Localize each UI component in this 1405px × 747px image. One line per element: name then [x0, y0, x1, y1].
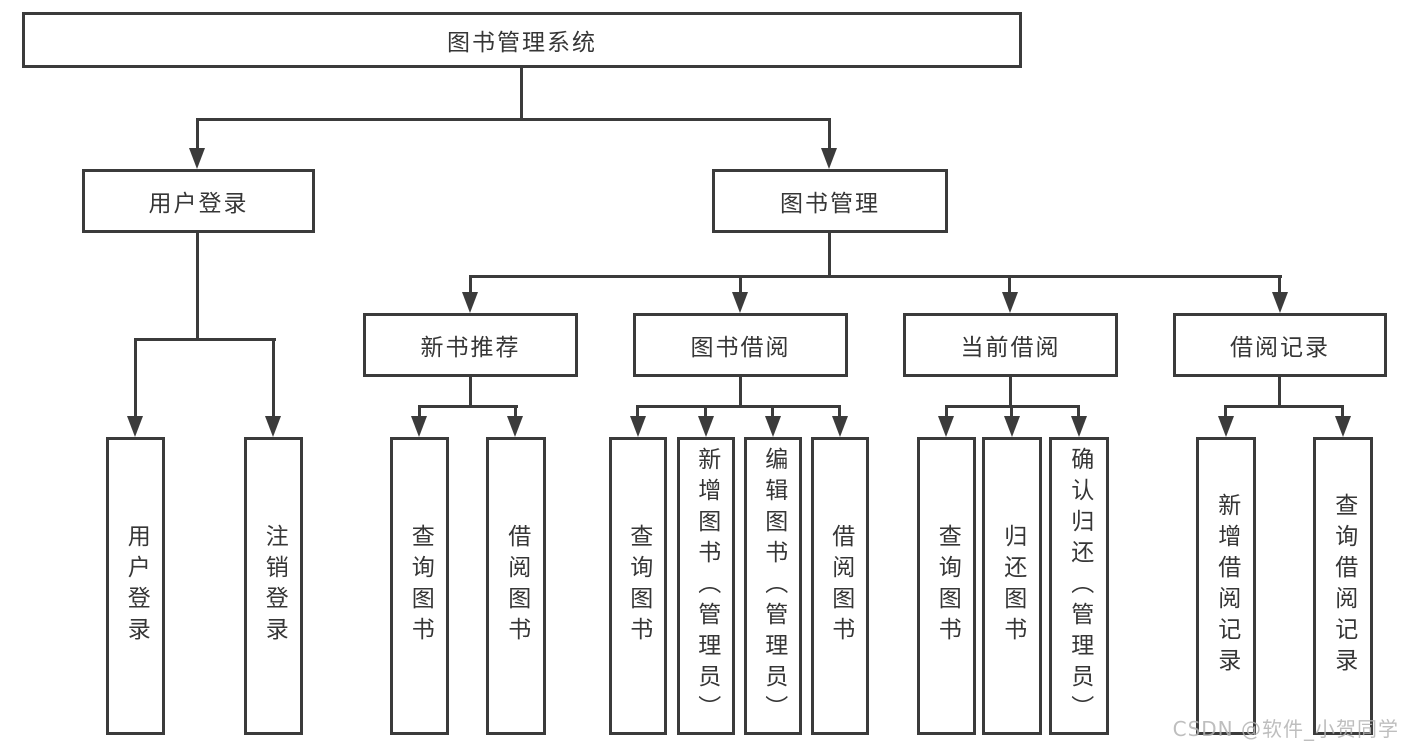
leaf-user-login: 用户登录 [106, 437, 165, 735]
leaf-query-books-3: 查询图书 [917, 437, 976, 735]
node-user-login: 用户登录 [82, 169, 315, 233]
line-segment [704, 405, 707, 418]
line-segment [636, 405, 639, 418]
node-book-borrow: 图书借阅 [633, 313, 848, 377]
arrowhead [265, 416, 281, 437]
line-segment [739, 275, 742, 294]
arrowhead [698, 416, 714, 437]
leaf-return-book-label: 归还图书 [999, 524, 1026, 648]
line-segment [1341, 405, 1344, 418]
line-segment [828, 233, 831, 275]
line-segment [1010, 405, 1013, 418]
line-segment [514, 405, 517, 418]
line-segment [1225, 405, 1344, 408]
arrowhead [127, 416, 143, 437]
leaf-logout: 注销登录 [244, 437, 303, 735]
arrowhead [821, 148, 837, 169]
leaf-edit-book-admin: 编辑图书（管理员） [744, 437, 802, 735]
leaf-query-books-2-label: 查询图书 [625, 524, 652, 648]
node-book-borrow-label: 图书借阅 [690, 335, 791, 361]
arrowhead [765, 416, 781, 437]
node-current-borrow: 当前借阅 [903, 313, 1118, 377]
line-segment [1009, 377, 1012, 405]
line-segment [771, 405, 774, 418]
node-user-login-label: 用户登录 [148, 191, 249, 217]
arrowhead [1218, 416, 1234, 437]
line-segment [272, 338, 275, 418]
line-segment [1278, 377, 1281, 405]
line-segment [520, 68, 523, 118]
arrowhead [1002, 292, 1018, 313]
leaf-edit-book-admin-label: 编辑图书（管理员） [760, 446, 787, 726]
leaf-add-book-admin-label: 新增图书（管理员） [693, 446, 720, 726]
line-segment [469, 377, 472, 405]
leaf-return-book: 归还图书 [982, 437, 1042, 735]
line-segment [196, 233, 199, 338]
leaf-query-books-3-label: 查询图书 [934, 524, 961, 648]
node-library-system-label: 图书管理系统 [447, 30, 597, 56]
line-segment [196, 118, 831, 121]
line-segment [134, 338, 137, 418]
leaf-query-borrow-record-label: 查询借阅记录 [1330, 493, 1357, 679]
arrowhead [938, 416, 954, 437]
line-segment [196, 118, 199, 150]
leaf-logout-label: 注销登录 [261, 524, 288, 648]
leaf-query-books-1: 查询图书 [390, 437, 449, 735]
arrowhead [507, 416, 523, 437]
line-segment [469, 275, 472, 294]
line-segment [1278, 275, 1281, 294]
leaf-user-login-label: 用户登录 [123, 524, 150, 648]
line-segment [418, 405, 421, 418]
arrowhead [411, 416, 427, 437]
line-segment [637, 405, 841, 408]
watermark: CSDN @软件_小贺同学 [1172, 717, 1399, 741]
node-library-system: 图书管理系统 [22, 12, 1022, 68]
arrowhead [1335, 416, 1351, 437]
leaf-borrow-books-2: 借阅图书 [811, 437, 869, 735]
node-borrow-records: 借阅记录 [1173, 313, 1387, 377]
arrowhead [1272, 292, 1288, 313]
leaf-add-borrow-record: 新增借阅记录 [1196, 437, 1256, 735]
line-segment [739, 377, 742, 405]
line-segment [134, 338, 276, 341]
arrowhead [462, 292, 478, 313]
arrowhead [832, 416, 848, 437]
arrowhead [1004, 416, 1020, 437]
leaf-borrow-books-2-label: 借阅图书 [827, 524, 854, 648]
node-book-management: 图书管理 [712, 169, 948, 233]
leaf-borrow-books-1-label: 借阅图书 [503, 524, 530, 648]
leaf-add-book-admin: 新增图书（管理员） [677, 437, 735, 735]
leaf-query-books-1-label: 查询图书 [407, 524, 434, 648]
node-book-management-label: 图书管理 [780, 191, 880, 217]
leaf-add-borrow-record-label: 新增借阅记录 [1213, 493, 1240, 679]
node-new-book-recommend: 新书推荐 [363, 313, 578, 377]
line-segment [1224, 405, 1227, 418]
leaf-query-books-2: 查询图书 [609, 437, 667, 735]
line-segment [418, 405, 518, 408]
line-segment [1077, 405, 1080, 418]
line-segment [828, 118, 831, 150]
node-borrow-records-label: 借阅记录 [1230, 335, 1330, 361]
arrowhead [732, 292, 748, 313]
arrowhead [630, 416, 646, 437]
node-current-borrow-label: 当前借阅 [960, 335, 1061, 361]
arrowhead [1071, 416, 1087, 437]
line-segment [838, 405, 841, 418]
leaf-confirm-return-admin-label: 确认归还（管理员） [1066, 446, 1093, 726]
node-new-book-recommend-label: 新书推荐 [420, 335, 521, 361]
line-segment [945, 405, 948, 418]
line-segment [469, 275, 1282, 278]
leaf-query-borrow-record: 查询借阅记录 [1313, 437, 1373, 735]
leaf-borrow-books-1: 借阅图书 [486, 437, 546, 735]
arrowhead [189, 148, 205, 169]
leaf-confirm-return-admin: 确认归还（管理员） [1049, 437, 1109, 735]
line-segment [1008, 275, 1011, 294]
